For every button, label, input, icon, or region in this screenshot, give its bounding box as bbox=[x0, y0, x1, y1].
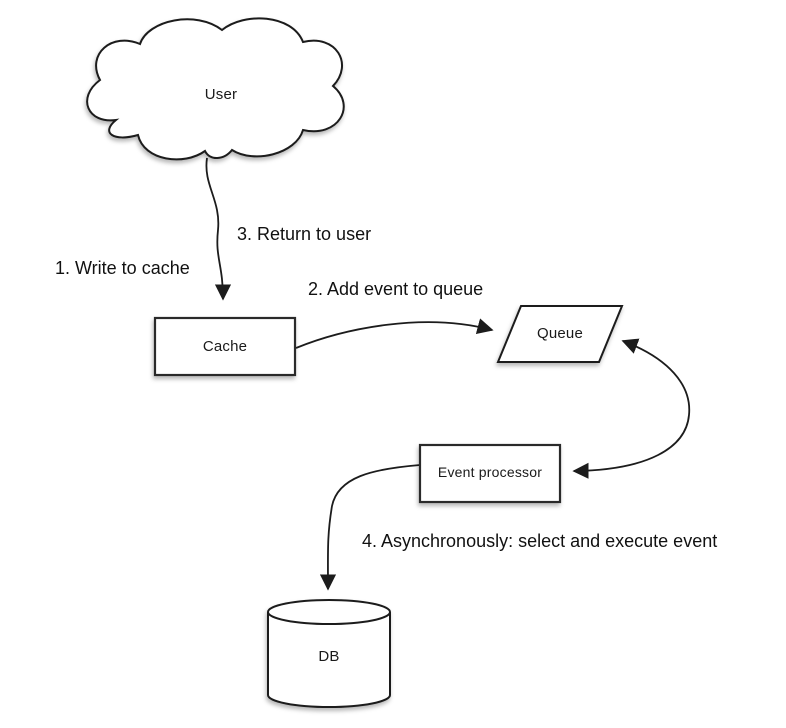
user-cloud-shape bbox=[86, 17, 345, 161]
db-cylinder-top-shape bbox=[267, 599, 391, 625]
arrow-cache-to-queue bbox=[295, 318, 494, 349]
arrow-user-to-cache bbox=[205, 157, 232, 301]
event-processor-box-shape bbox=[418, 443, 562, 504]
arrow-queue-event-processor-bidirectional bbox=[572, 338, 691, 479]
arrow-event-processor-to-db bbox=[319, 464, 421, 591]
queue-parallelogram-shape bbox=[496, 305, 624, 363]
cache-box-shape bbox=[153, 316, 297, 377]
db-cylinder-body-shape bbox=[267, 612, 391, 708]
